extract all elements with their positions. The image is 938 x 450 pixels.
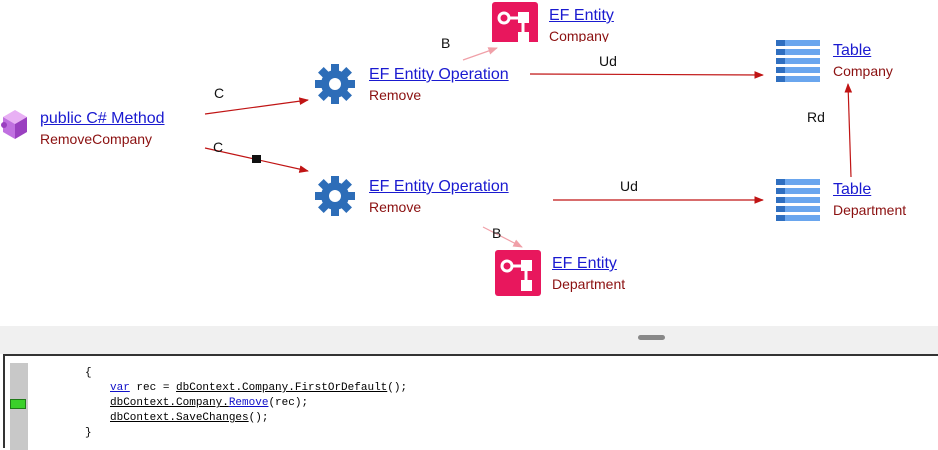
code-text: } <box>85 427 92 439</box>
code-viewer[interactable]: { var rec = dbContext.Company.FirstOrDef… <box>3 354 938 450</box>
operation-1-name: Remove <box>369 87 422 103</box>
edge-marker <box>252 155 261 163</box>
code-text: (rec); <box>268 397 309 409</box>
table-department-name: Department <box>833 202 907 218</box>
code-text: { <box>85 367 92 379</box>
edge-op2-entity <box>482 226 523 248</box>
operation-1-type-link[interactable]: EF Entity Operation <box>369 66 509 83</box>
table-company-name: Company <box>833 63 893 79</box>
code-reference[interactable]: dbContext.Company. <box>110 397 229 409</box>
pane-splitter[interactable] <box>0 326 938 354</box>
code-line: var rec = dbContext.Company.FirstOrDefau… <box>110 381 407 396</box>
code-keyword: var <box>110 382 130 394</box>
code-text: rec = <box>129 382 177 394</box>
method-name: RemoveCompany <box>40 131 153 147</box>
edge-label-method-op2: C <box>213 139 224 155</box>
edge-label-op1-table: Ud <box>599 53 617 69</box>
code-method[interactable]: Remove <box>228 397 269 409</box>
method-type-link[interactable]: public C# Method <box>40 110 165 127</box>
code-line: dbContext.SaveChanges(); <box>110 411 268 426</box>
cube-icon <box>1 110 27 139</box>
code-line: } <box>85 426 92 441</box>
gear-icon <box>315 64 355 104</box>
ef-entity-icon <box>495 250 541 296</box>
edge-label-tabledept-tablecomp: Rd <box>807 109 825 125</box>
edge-method-op1 <box>204 97 309 115</box>
edge-op1-entity <box>462 47 498 61</box>
entity-node-company[interactable]: EF Entity Company <box>492 2 632 42</box>
dependency-graph: C C B B Ud Ud Rd public C# Method Remove… <box>1 2 907 296</box>
edge-tabledept-tablecomp <box>844 83 853 178</box>
operation-2-name: Remove <box>369 199 422 215</box>
entity-company-name: Company <box>549 28 609 42</box>
table-icon <box>776 179 820 221</box>
edge-label-op2-entity: B <box>492 225 502 241</box>
code-reference[interactable]: dbContext.SaveChanges <box>110 412 249 424</box>
entity-department-type-link[interactable]: EF Entity <box>552 255 617 272</box>
code-line: dbContext.Company.Remove(rec); <box>110 396 308 411</box>
table-company-type-link[interactable]: Table <box>833 42 872 59</box>
edge-op1-table <box>529 71 764 79</box>
table-icon <box>776 40 820 82</box>
code-reference[interactable]: dbContext.Company.FirstOrDefault <box>176 382 388 394</box>
entity-company-type-link[interactable]: EF Entity <box>549 7 614 24</box>
edge-label-op2-table: Ud <box>620 178 638 194</box>
operation-2-type-link[interactable]: EF Entity Operation <box>369 178 509 195</box>
current-line-marker-icon <box>10 399 26 409</box>
ef-entity-icon <box>492 2 538 42</box>
splitter-grip-icon[interactable] <box>638 335 665 340</box>
code-line: { <box>85 366 92 381</box>
graph-edges <box>204 47 853 248</box>
entity-department-name: Department <box>552 276 626 292</box>
code-text: (); <box>248 412 269 424</box>
edge-label-method-op1: C <box>214 85 225 101</box>
edge-label-op1-entity: B <box>441 35 451 51</box>
gear-icon <box>315 176 355 216</box>
code-text: (); <box>387 382 408 394</box>
table-department-type-link[interactable]: Table <box>833 181 872 198</box>
